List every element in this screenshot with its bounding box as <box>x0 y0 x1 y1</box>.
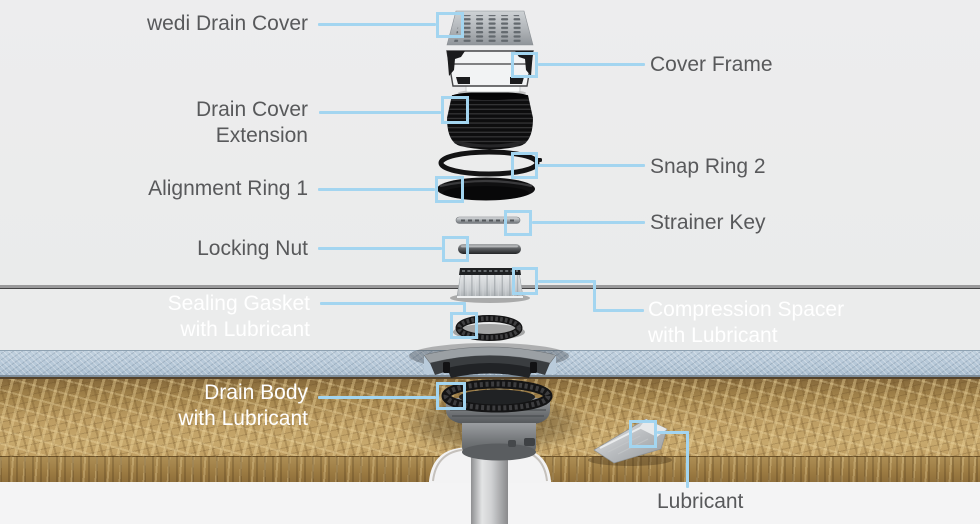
callout-line-cover-frame <box>538 63 645 66</box>
label-line-1: Sealing Gasket <box>167 292 310 315</box>
label-cover-frame: Cover Frame <box>650 52 773 78</box>
callout-line-compression-spacer-h1 <box>538 280 596 283</box>
label-lubricant: Lubricant <box>657 489 743 515</box>
label-line-1: Drain Cover <box>195 98 308 121</box>
callout-box-lubricant <box>629 420 657 448</box>
callout-line-lubricant-v <box>686 431 689 488</box>
label-line-1: Drain Body <box>204 381 308 404</box>
callout-line-compression-spacer-v <box>593 280 596 312</box>
drain-body-part <box>441 379 553 461</box>
label-line-2: with Lubricant <box>178 407 308 430</box>
callout-line-snap-ring-2 <box>538 164 645 167</box>
callout-box-strainer-key <box>504 210 532 236</box>
label-compression-spacer: Compression Spacer with Lubricant <box>648 297 844 349</box>
label-text: Cover Frame <box>650 53 773 76</box>
callout-box-drain-body <box>436 382 466 410</box>
callout-box-compression-spacer <box>512 267 538 295</box>
callout-line-compression-spacer-h2 <box>593 309 644 312</box>
locking-nut-part <box>458 244 521 254</box>
label-strainer-key: Strainer Key <box>650 210 766 236</box>
label-text: Lubricant <box>657 490 744 513</box>
callout-line-strainer-key <box>532 221 645 224</box>
label-line-1: Compression Spacer <box>648 298 845 321</box>
label-drain-body: Drain Body with Lubricant <box>178 380 308 432</box>
callout-line-alignment-ring-1 <box>318 188 435 191</box>
callout-box-drain-cover-extension <box>441 96 469 124</box>
label-line-2: with Lubricant <box>180 318 310 341</box>
callout-line-wedi-drain-cover <box>318 23 436 26</box>
board-flange <box>409 343 569 378</box>
callout-line-sealing-gasket-h <box>320 302 466 305</box>
label-sealing-gasket: Sealing Gasket with Lubricant <box>168 291 310 343</box>
callout-line-drain-body <box>318 396 436 399</box>
callout-box-wedi-drain-cover <box>436 12 464 38</box>
callout-box-locking-nut <box>442 236 469 262</box>
callout-box-snap-ring-2 <box>511 152 538 179</box>
label-text: Alignment Ring 1 <box>148 177 308 200</box>
label-locking-nut: Locking Nut <box>197 236 308 262</box>
label-alignment-ring-1: Alignment Ring 1 <box>148 176 308 202</box>
label-text: wedi Drain Cover <box>146 12 308 35</box>
label-line-2: with Lubricant <box>648 324 778 347</box>
callout-box-alignment-ring-1 <box>435 176 464 203</box>
drain-cover-part <box>446 10 534 46</box>
compression-spacer-part <box>450 268 530 303</box>
callout-line-lubricant-h <box>657 431 689 434</box>
label-text: Strainer Key <box>650 211 766 234</box>
callout-box-cover-frame <box>511 52 538 78</box>
label-line-2: Extension <box>215 124 308 147</box>
callout-box-sealing-gasket <box>450 312 478 339</box>
callout-line-sealing-gasket-v <box>463 302 466 314</box>
label-drain-cover-extension: Drain Cover Extension <box>196 97 308 149</box>
label-wedi-drain-cover: wedi Drain Cover <box>147 11 308 37</box>
callout-line-locking-nut <box>318 247 442 250</box>
label-snap-ring-2: Snap Ring 2 <box>650 154 766 180</box>
label-text: Locking Nut <box>197 237 308 260</box>
label-text: Snap Ring 2 <box>650 155 766 178</box>
callout-line-drain-cover-extension <box>319 111 441 114</box>
